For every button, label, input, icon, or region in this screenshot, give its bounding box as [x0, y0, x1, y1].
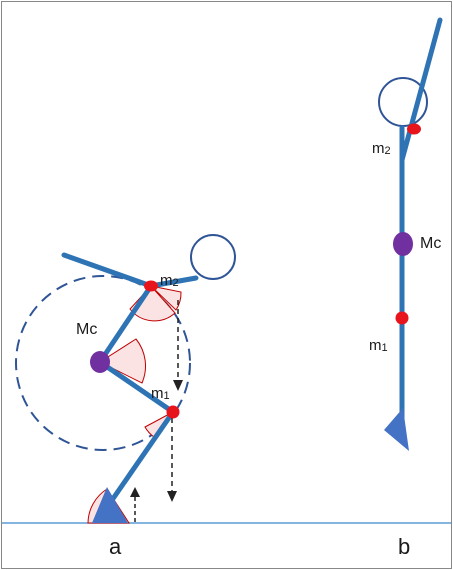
lower-point-label: m1	[151, 385, 170, 402]
lower-point-label-base: m	[151, 385, 164, 402]
upper-point-marker	[144, 280, 158, 292]
rotation-circle	[15, 275, 191, 451]
upper-point-label-sub: 2	[173, 277, 179, 289]
head	[190, 234, 236, 280]
mass-center-label: Mc	[76, 321, 97, 338]
ground-reaction-arrowhead	[130, 487, 140, 497]
trunk-segment	[97, 283, 154, 365]
mass-center-label: Mc	[420, 235, 441, 252]
foot	[92, 487, 128, 523]
upper-point-label-sub: 2	[385, 145, 391, 157]
projection-arrowhead-lower	[167, 491, 177, 502]
angle-wedge-hip	[98, 338, 146, 384]
upper-point-label-base: m	[160, 272, 173, 289]
thigh-segment	[97, 359, 176, 415]
upper-point-label-base: m	[372, 140, 385, 157]
projection-arrowhead-upper	[173, 380, 183, 391]
shank-segment	[107, 409, 176, 506]
mass-center-marker	[90, 351, 110, 373]
foot	[384, 408, 409, 451]
lower-point-label-sub: 1	[164, 390, 170, 402]
arm-segment	[399, 17, 443, 163]
neck-segment	[148, 275, 199, 289]
panel-b-label: b	[398, 534, 410, 559]
lower-point-label: m1	[369, 337, 388, 354]
lower-point-marker	[166, 405, 180, 419]
upper-point-label: m2	[160, 272, 179, 289]
mass-center-marker	[393, 232, 413, 256]
lower-point-label-sub: 1	[382, 342, 388, 354]
lower-point-marker	[395, 311, 409, 325]
panel-a-label: a	[109, 534, 122, 559]
arm-segment	[61, 252, 154, 289]
panel-a: Mc m2 m1 a	[15, 234, 236, 559]
upper-point-label: m2	[372, 140, 391, 157]
upper-point-marker	[407, 123, 421, 135]
panel-b: m2 Mc m1 b	[369, 17, 443, 559]
lower-point-label-base: m	[369, 337, 382, 354]
